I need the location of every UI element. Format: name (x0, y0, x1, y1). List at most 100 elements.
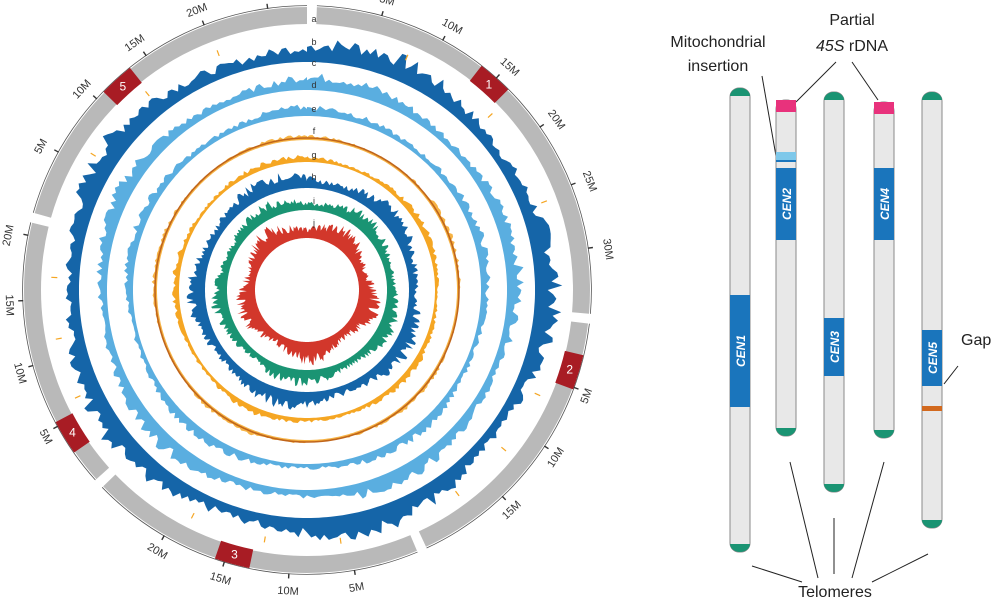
feature-marker (263, 536, 266, 543)
tick-label: 25M (580, 169, 599, 193)
chromosome-body (921, 91, 943, 529)
chromosome-body (873, 101, 895, 439)
mito-label-line2: insertion (688, 58, 748, 75)
tick-label: 15M (3, 294, 16, 316)
telomere-pointer-5 (871, 553, 929, 583)
feature-marker (487, 113, 493, 119)
tick-label: 20M (1, 224, 17, 247)
tick-mark (161, 535, 165, 541)
centromere-label: CEN4 (878, 188, 892, 220)
karyotype-chromosomes: CEN1 CEN2 CEN3 CEN4 CEN5 (729, 87, 943, 553)
chromosome-body (823, 91, 845, 493)
feature-marker (455, 490, 460, 497)
mito-pointer-line (761, 75, 777, 157)
tick-mark (53, 149, 59, 153)
centromere-chr3 (214, 540, 254, 569)
feature-marker (339, 537, 342, 544)
gap-block (922, 406, 942, 411)
telomere-top (730, 88, 750, 96)
track-letter-g: g (311, 150, 316, 160)
telomere-top (922, 92, 942, 100)
tick-label: 10M (440, 16, 465, 37)
feature-marker (90, 152, 97, 157)
feature-marker (145, 91, 150, 97)
centromere-label: CEN1 (734, 335, 748, 367)
mito-insertion-block (776, 152, 796, 160)
rdna-label-italic: 45S (816, 38, 845, 55)
track-letter-a: a (311, 14, 316, 24)
track-letter-i: i (313, 196, 315, 206)
tick-mark (381, 11, 384, 17)
tick-label: 10M (11, 361, 28, 385)
karyotype-chromosome-3: CEN3 (823, 91, 845, 493)
tick-label: 20M (545, 108, 567, 132)
karyotype-chromosome-1: CEN1 (729, 87, 751, 553)
feature-marker (501, 446, 507, 452)
karyotype-diagram: CEN1 CEN2 CEN3 CEN4 CEN5 Mitochondrial inser… (670, 12, 991, 601)
track-f-baseline (154, 137, 460, 443)
tick-label: 15M (498, 56, 522, 79)
tick-label: 5M (378, 0, 396, 9)
tick-mark (28, 364, 34, 368)
centromere-chr2 (555, 350, 584, 390)
tick-mark (142, 51, 147, 57)
centromere-chr5 (103, 67, 142, 106)
tick-label: 10M (545, 445, 567, 469)
centromere-label: CEN2 (780, 188, 794, 220)
track-letter-b: b (311, 37, 316, 47)
feature-marker (216, 50, 220, 57)
tick-label: 30M (600, 238, 615, 261)
karyotype-chromosome-5: CEN5 (921, 91, 943, 529)
centromere-block (824, 318, 844, 376)
feature-marker (541, 200, 548, 204)
track-letter-e: e (311, 104, 316, 114)
rdna-label-line1: Partial (829, 12, 874, 29)
track-letter-j: j (312, 218, 315, 228)
tick-label: 15M (500, 499, 524, 522)
tick-mark (23, 233, 29, 236)
telomere-bottom (824, 484, 844, 492)
plot-center (256, 239, 358, 341)
tick-label: 20M (185, 1, 209, 20)
chromosome-number-4: 4 (69, 426, 76, 440)
chromosome-number-5: 5 (119, 80, 126, 94)
ideogram-axis-chr5 (32, 5, 308, 213)
tick-mark (495, 74, 501, 79)
chromosome-body (775, 99, 797, 437)
centromere-block (730, 295, 750, 407)
track-letter-f: f (313, 126, 316, 136)
tick-mark (587, 246, 593, 249)
feature-marker (534, 392, 541, 397)
tick-label: 10M (70, 78, 93, 102)
centromere-chr4 (55, 413, 90, 453)
telomere-bottom (776, 428, 796, 436)
gap-label: Gap (961, 332, 991, 349)
mito-label-line1: Mitochondrial (670, 34, 765, 51)
tick-label: 5M (37, 427, 55, 446)
ideogram-segment-chr3 (103, 474, 417, 574)
tick-label: 5M (32, 137, 50, 156)
telomere-pointer-1 (751, 565, 803, 583)
track-letter-h: h (311, 172, 316, 182)
telomere-bottom (874, 430, 894, 438)
tick-label: 5M (348, 581, 365, 595)
telomere-top (824, 92, 844, 100)
feature-marker (404, 54, 409, 61)
track-j (235, 224, 381, 366)
chromosome-number-1: 1 (486, 77, 493, 91)
track-letter-c: c (312, 58, 317, 68)
tick-mark (92, 95, 98, 100)
feature-marker (190, 512, 195, 519)
karyotype-chromosome-4: CEN4 (873, 101, 895, 439)
telomeres-label: Telomeres (798, 584, 872, 601)
rdna-label-line2: 45S rDNA (816, 38, 888, 55)
chromosome-number-3: 3 (231, 548, 238, 562)
tick-mark (201, 20, 205, 26)
karyotype-chromosome-2: CEN2 (775, 99, 797, 437)
centromere-block (922, 330, 942, 386)
mito-insertion-edge (776, 160, 796, 162)
